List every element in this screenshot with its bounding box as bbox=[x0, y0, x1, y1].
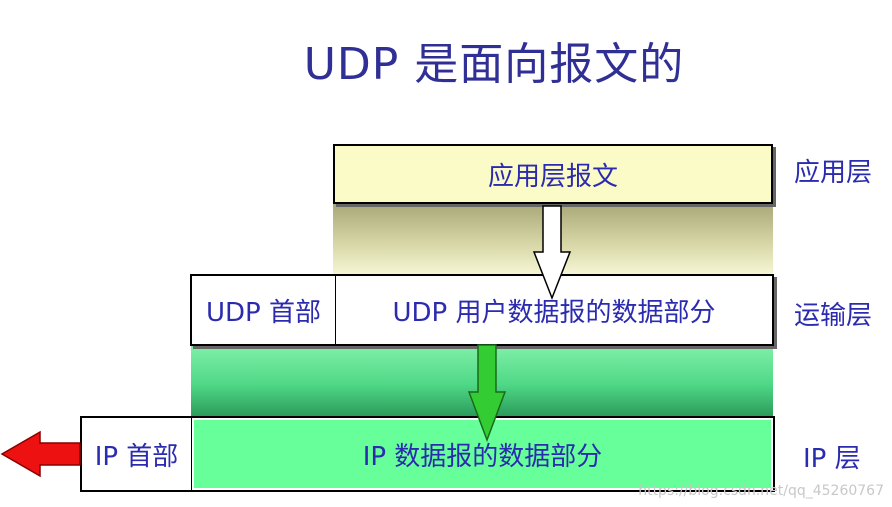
watermark: https://blog.csdn.net/qq_45260767 bbox=[638, 483, 884, 499]
ip-header-label: IP 首部 bbox=[94, 441, 179, 472]
udp-data-label: UDP 用户数据报的数据部分 bbox=[392, 297, 716, 328]
green-down-arrow-icon bbox=[467, 344, 507, 443]
ip-layer-label: IP 层 bbox=[803, 444, 861, 474]
ip-data-label: IP 数据报的数据部分 bbox=[362, 441, 603, 472]
diagram-title: UDP 是面向报文的 bbox=[303, 39, 685, 90]
udp-header-cell: UDP 首部 bbox=[192, 276, 336, 344]
app-layer-label: 应用层 bbox=[794, 158, 873, 188]
app-message-label: 应用层报文 bbox=[487, 161, 618, 192]
udp-header-label: UDP 首部 bbox=[206, 297, 321, 328]
udp-data-cell: UDP 用户数据报的数据部分 bbox=[336, 276, 772, 344]
ip-datagram-box: IP 首部 IP 数据报的数据部分 bbox=[80, 416, 775, 492]
white-down-arrow-icon bbox=[532, 205, 572, 301]
ip-data-cell: IP 数据报的数据部分 bbox=[192, 418, 773, 490]
transport-layer-label: 运输层 bbox=[794, 301, 873, 331]
ip-header-cell: IP 首部 bbox=[82, 418, 192, 490]
app-message-box: 应用层报文 bbox=[333, 144, 773, 204]
red-left-arrow-icon bbox=[0, 430, 81, 478]
